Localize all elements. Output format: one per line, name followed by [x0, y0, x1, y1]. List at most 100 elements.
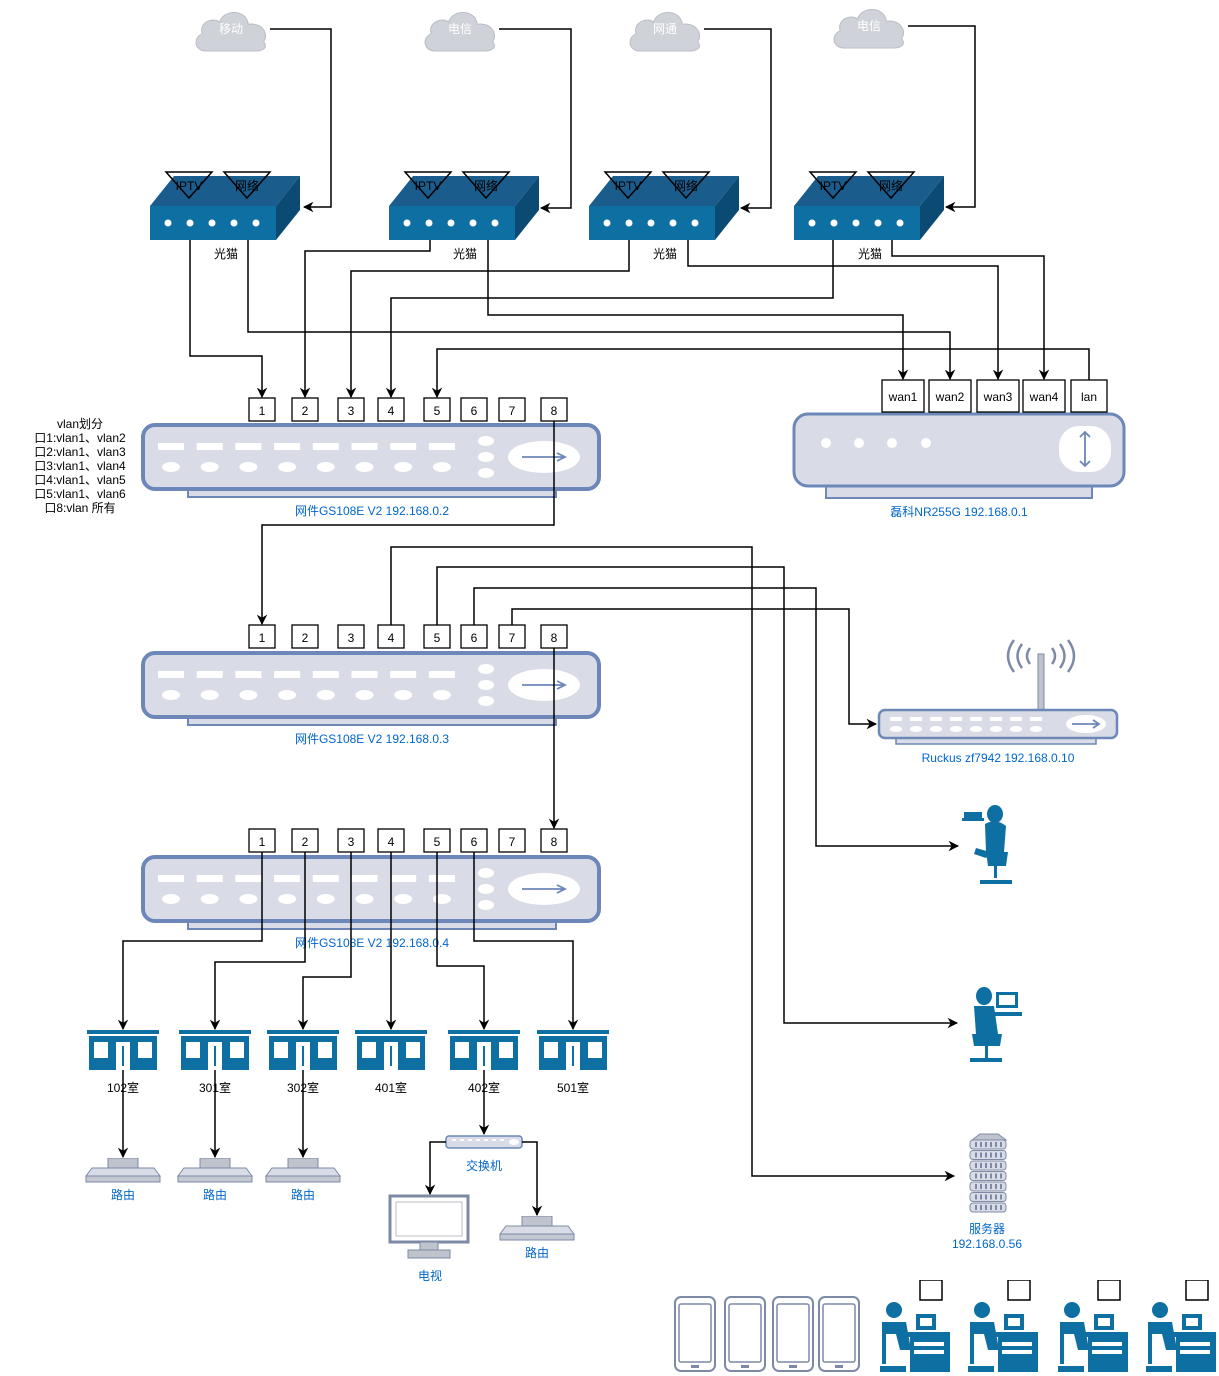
svg-text:5: 5: [434, 404, 441, 418]
svg-text:wan1: wan1: [888, 390, 918, 404]
svg-text:1: 1: [259, 835, 266, 849]
tv-label: 电视: [418, 1268, 442, 1283]
building-icon: [448, 1030, 520, 1070]
svg-text:口1:vlan1、vlan2: 口1:vlan1、vlan2: [34, 431, 126, 445]
connection-wires: [117, 25, 1090, 1217]
isp-cloud-2: 电信: [424, 11, 496, 52]
phone-icon: [674, 1296, 716, 1372]
svg-text:wan4: wan4: [1029, 390, 1059, 404]
server-icon: 服务器 192.168.0.56: [952, 1133, 1022, 1251]
svg-text:wan2: wan2: [935, 390, 965, 404]
wireless-ap: Ruckus zf7942 192.168.0.10: [877, 639, 1119, 765]
isp-cloud-4: 电信: [833, 8, 905, 49]
svg-text:4: 4: [388, 835, 395, 849]
svg-text:移动: 移动: [219, 22, 243, 36]
svg-text:口3:vlan1、vlan4: 口3:vlan1、vlan4: [34, 459, 126, 473]
svg-text:电信: 电信: [448, 22, 472, 36]
svg-text:6: 6: [471, 631, 478, 645]
vlan-note: vlan划分 口1:vlan1、vlan2 口2:vlan1、vlan3 口3:…: [34, 417, 126, 515]
iptv-port-icon: [403, 171, 453, 200]
svg-text:4: 4: [388, 404, 395, 418]
bottom-devices: [674, 1280, 1216, 1372]
room-label: 401室: [375, 1080, 407, 1095]
building-icon: [267, 1030, 339, 1070]
iptv-port-label: IPTV: [176, 179, 203, 193]
svg-text:网通: 网通: [653, 22, 677, 36]
svg-text:3: 3: [348, 631, 355, 645]
modem-label: 光猫: [453, 247, 477, 261]
room402-router-label: 路由: [525, 1245, 549, 1260]
switch-label: 网件GS108E V2 192.168.0.4: [295, 936, 449, 950]
modem-label: 光猫: [214, 247, 238, 261]
worker-icon: [968, 1280, 1038, 1372]
worker-icon: [880, 1280, 950, 1372]
phone-icon: [724, 1296, 766, 1372]
svg-text:8: 8: [551, 631, 558, 645]
svg-text:6: 6: [471, 404, 478, 418]
svg-text:5: 5: [434, 631, 441, 645]
worker-icon: [1146, 1280, 1216, 1372]
building-icon: [355, 1030, 427, 1070]
svg-text:2: 2: [302, 404, 309, 418]
room-label: 501室: [557, 1080, 589, 1095]
svg-text:vlan划分: vlan划分: [57, 417, 103, 431]
switch-label: 网件GS108E V2 192.168.0.2: [295, 504, 449, 518]
svg-text:8: 8: [551, 835, 558, 849]
network-port-icon: [866, 171, 916, 200]
router-label: 路由: [291, 1187, 315, 1202]
room402-router: 路由: [499, 1216, 575, 1260]
router-label: 路由: [111, 1187, 135, 1202]
server-ip: 192.168.0.56: [952, 1237, 1022, 1251]
main-router-label: 磊科NR255G 192.168.0.1: [890, 505, 1028, 519]
svg-text:口4:vlan1、vlan5: 口4:vlan1、vlan5: [34, 473, 126, 487]
building-icon: [87, 1030, 159, 1070]
room402-switch: 交换机: [445, 1135, 523, 1173]
user-laptop-icon: [962, 805, 1012, 884]
main-router: 磊科NR255G 192.168.0.1: [792, 412, 1126, 519]
router-port-wan4: [1022, 379, 1066, 413]
svg-text:wan3: wan3: [983, 390, 1013, 404]
svg-text:口2:vlan1、vlan3: 口2:vlan1、vlan3: [34, 445, 126, 459]
room402-switch-label: 交换机: [466, 1158, 502, 1173]
svg-text:8: 8: [551, 404, 558, 418]
router-port-lan: [1070, 379, 1108, 413]
iptv-port-icon: [164, 171, 214, 200]
room-router-1: 路由: [85, 1158, 161, 1202]
server-label: 服务器: [969, 1221, 1005, 1236]
switch-port-7: [498, 828, 526, 853]
iptv-port-icon: [603, 171, 653, 200]
network-port-label: 网络: [879, 178, 903, 193]
tv-icon: 电视: [388, 1194, 470, 1283]
switch-port-7: [498, 397, 526, 422]
building-icon: [537, 1030, 609, 1070]
isp-cloud-1: 移动: [195, 11, 267, 52]
svg-text:3: 3: [348, 404, 355, 418]
iptv-port-label: IPTV: [415, 179, 442, 193]
modem-label: 光猫: [858, 247, 882, 261]
svg-text:口8:vlan 所有: 口8:vlan 所有: [44, 501, 115, 515]
isp-cloud-3: 网通: [629, 11, 701, 52]
svg-text:3: 3: [348, 835, 355, 849]
svg-text:1: 1: [259, 404, 266, 418]
router-icon: [265, 1158, 341, 1183]
router-icon: [85, 1158, 161, 1183]
svg-text:4: 4: [388, 631, 395, 645]
iptv-port-label: IPTV: [820, 179, 847, 193]
router-label: 路由: [203, 1187, 227, 1202]
svg-text:7: 7: [509, 631, 516, 645]
network-port-label: 网络: [474, 178, 498, 193]
router-port-wan3: [976, 379, 1020, 413]
worker-icon: [1058, 1280, 1128, 1372]
svg-text:2: 2: [302, 835, 309, 849]
switch-port-2: [291, 624, 319, 649]
modem-label: 光猫: [653, 247, 677, 261]
phone-icon: [818, 1296, 860, 1372]
svg-text:5: 5: [434, 835, 441, 849]
svg-text:电信: 电信: [857, 19, 881, 33]
